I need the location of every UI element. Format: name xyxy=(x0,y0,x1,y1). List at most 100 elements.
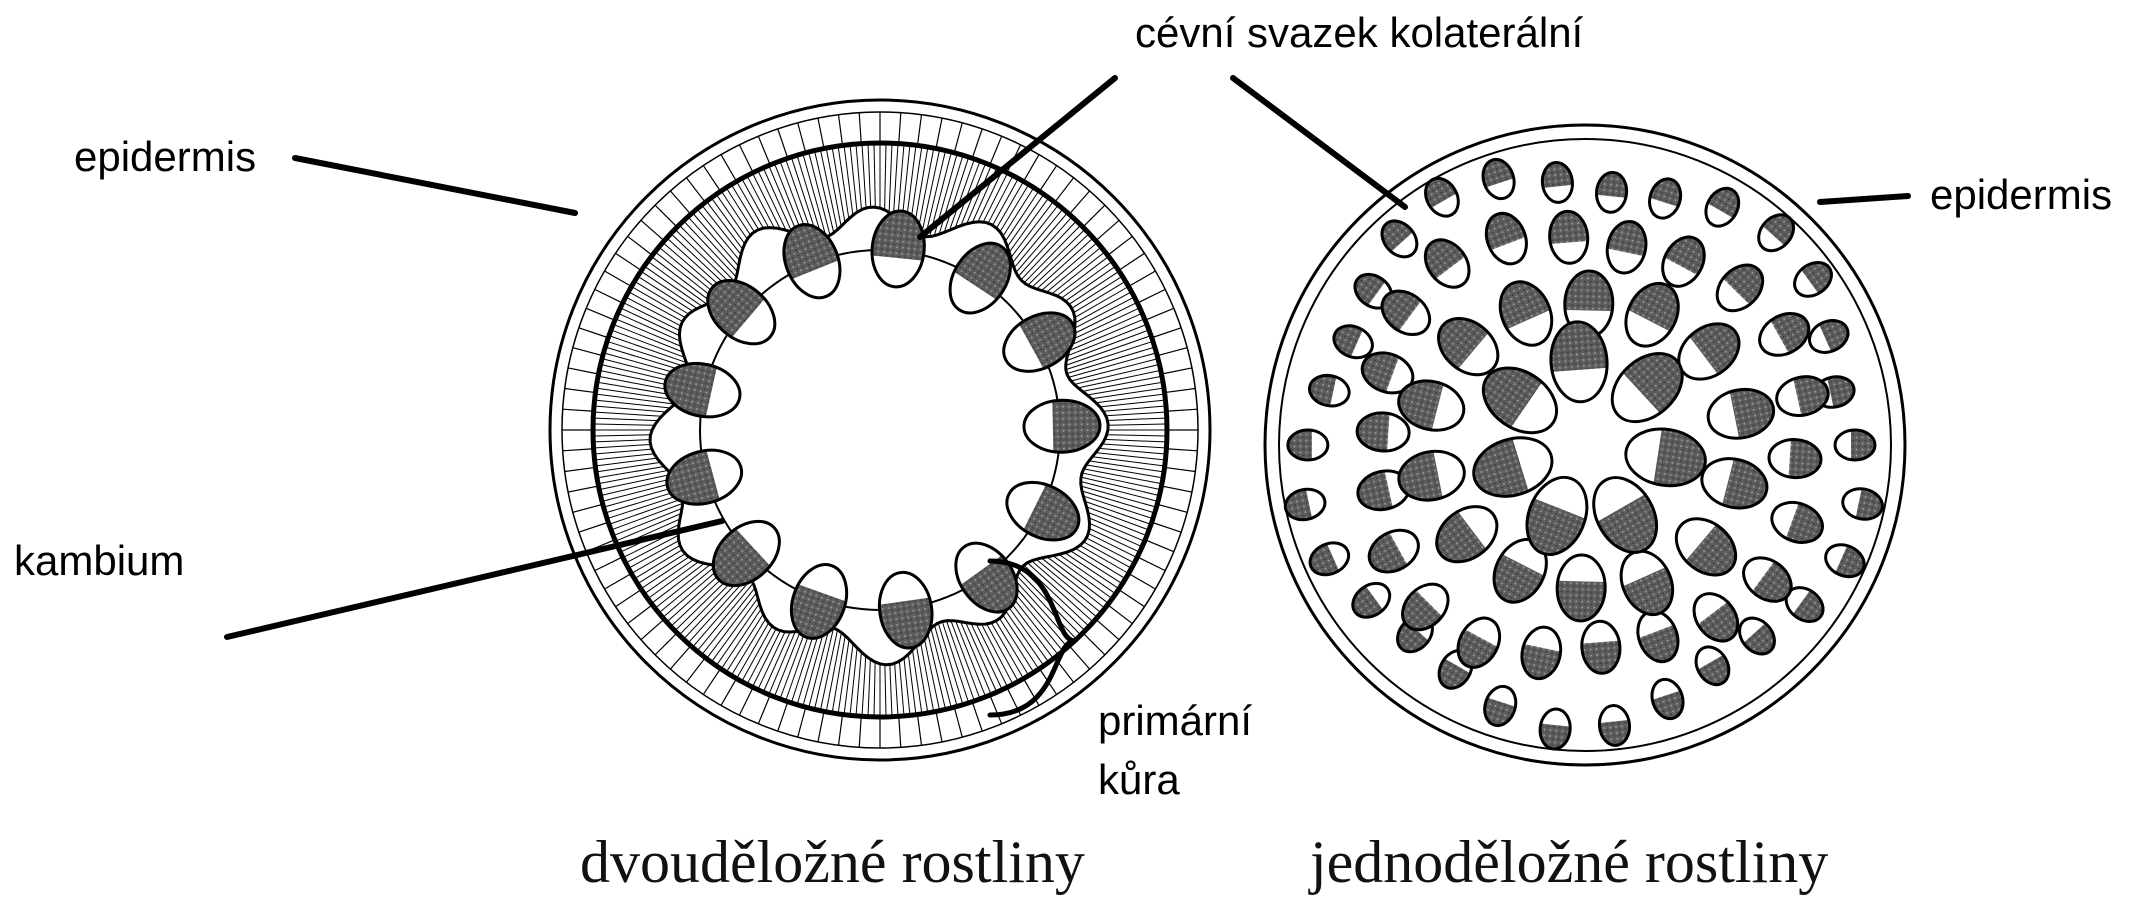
cortex-cell-wall xyxy=(739,145,753,173)
fiber-line xyxy=(712,199,744,243)
fiber-line xyxy=(944,159,968,232)
cortex-cell-wall xyxy=(579,328,608,338)
cortex-cell-wall xyxy=(758,136,770,165)
vascular-bundle xyxy=(1696,452,1772,515)
vascular-bundle xyxy=(1597,704,1631,747)
label-cevni-svazek: cévní svazek kolaterální xyxy=(1135,8,1583,58)
fiber-line xyxy=(595,424,654,425)
cortex-cell-wall xyxy=(1119,589,1145,606)
vascular-bundle xyxy=(1603,218,1651,277)
fiber-line xyxy=(596,406,666,412)
cortex-cell-wall xyxy=(1137,557,1165,571)
cortex-cell-wall xyxy=(1129,574,1156,590)
cortex-cell-wall xyxy=(1083,633,1105,655)
fiber-line xyxy=(938,623,962,703)
vascular-bundle xyxy=(1362,522,1426,580)
cortex-cell-wall xyxy=(628,605,653,624)
vascular-bundle xyxy=(1699,182,1745,232)
cortex-cell-wall xyxy=(1069,646,1089,669)
fiber-line xyxy=(1090,523,1141,546)
fiber-line xyxy=(1107,435,1165,436)
vascular-bundle xyxy=(1419,172,1465,222)
vascular-bundle xyxy=(1804,315,1853,359)
fiber-line xyxy=(1068,353,1154,377)
cortex-cell-wall xyxy=(859,113,861,144)
cortex-cell-wall xyxy=(936,711,942,741)
cortex-cell-wall xyxy=(1157,504,1187,512)
fiber-line xyxy=(862,656,866,715)
vascular-bundle xyxy=(1840,485,1885,523)
cortex-cell-wall xyxy=(838,115,842,146)
monocot-stem xyxy=(1265,125,1905,765)
bundle-phloem xyxy=(1723,256,1772,305)
label-primarni-kura-line1: primární xyxy=(1098,696,1252,746)
bundle-phloem xyxy=(1427,307,1488,369)
cortex-cell-wall xyxy=(655,633,677,655)
bundle-phloem xyxy=(1789,439,1823,479)
cortex-cell-wall xyxy=(1108,236,1133,255)
fiber-line xyxy=(597,454,655,460)
fiber-line xyxy=(1047,248,1100,292)
vascular-bundle xyxy=(1645,175,1686,222)
vascular-bundle xyxy=(1538,708,1572,751)
label-kambium: kambium xyxy=(14,536,184,586)
bundle-phloem xyxy=(1622,340,1695,414)
vascular-bundle xyxy=(1689,641,1735,691)
vascular-bundle xyxy=(1540,161,1574,204)
cortex-cell-wall xyxy=(778,129,788,158)
fiber-line xyxy=(689,218,737,272)
cortex-cell-wall xyxy=(1096,220,1119,240)
cortex-cell-wall xyxy=(972,702,982,731)
fiber-line xyxy=(1018,218,1070,276)
vascular-bundle xyxy=(1426,495,1508,573)
fiber-line xyxy=(708,593,757,657)
fiber-line xyxy=(676,231,733,287)
cortex-cell-wall xyxy=(899,113,901,144)
fiber-line xyxy=(694,214,739,266)
cortex-cell-wall xyxy=(739,687,753,715)
cortex-cell-wall xyxy=(628,236,653,255)
cortex-cell-wall xyxy=(655,205,677,227)
caption-dicot: dvouděložné rostliny xyxy=(580,828,1085,897)
fiber-line xyxy=(1032,235,1088,287)
fiber-line xyxy=(595,435,651,436)
fiber-line xyxy=(1028,231,1084,286)
fiber-line xyxy=(717,604,759,664)
vascular-bundle xyxy=(1450,611,1508,675)
fiber-line xyxy=(738,623,769,677)
fiber-line xyxy=(764,170,792,232)
cortex-cell-wall xyxy=(605,574,632,590)
cortex-cell-wall xyxy=(917,715,921,746)
vascular-bundle xyxy=(1548,210,1590,265)
cortex-cell-wall xyxy=(1152,522,1181,532)
fiber-line xyxy=(630,293,682,322)
vascular-bundle xyxy=(1305,537,1354,581)
fiber-line xyxy=(1102,444,1164,448)
fiber-line xyxy=(1075,293,1130,323)
fiber-line xyxy=(649,262,707,304)
fiber-line xyxy=(916,645,927,711)
vascular-bundle xyxy=(1611,543,1682,623)
vascular-bundle xyxy=(1685,585,1747,649)
bundle-phloem xyxy=(1426,511,1487,573)
fiber-line xyxy=(1086,538,1132,562)
bundle-phloem xyxy=(1548,320,1607,372)
vascular-bundle xyxy=(1282,486,1327,524)
fiber-line xyxy=(643,557,689,588)
fiber-line xyxy=(1076,548,1124,577)
fiber-line xyxy=(874,662,875,715)
cortex-cell-wall xyxy=(686,658,705,683)
fiber-line xyxy=(613,331,685,358)
cortex-cell-wall xyxy=(859,716,861,747)
vascular-bundle xyxy=(1374,282,1438,343)
cortex-cell-wall xyxy=(1129,271,1156,287)
fiber-line xyxy=(885,145,886,210)
label-epidermis-right: epidermis xyxy=(1930,170,2112,220)
fiber-line xyxy=(1103,406,1164,411)
fiber-line xyxy=(596,449,652,454)
pointer-kambium xyxy=(227,521,722,637)
vascular-bundle xyxy=(1478,155,1519,202)
cortex-cell-wall xyxy=(641,619,664,639)
vascular-bundle xyxy=(1580,620,1622,675)
